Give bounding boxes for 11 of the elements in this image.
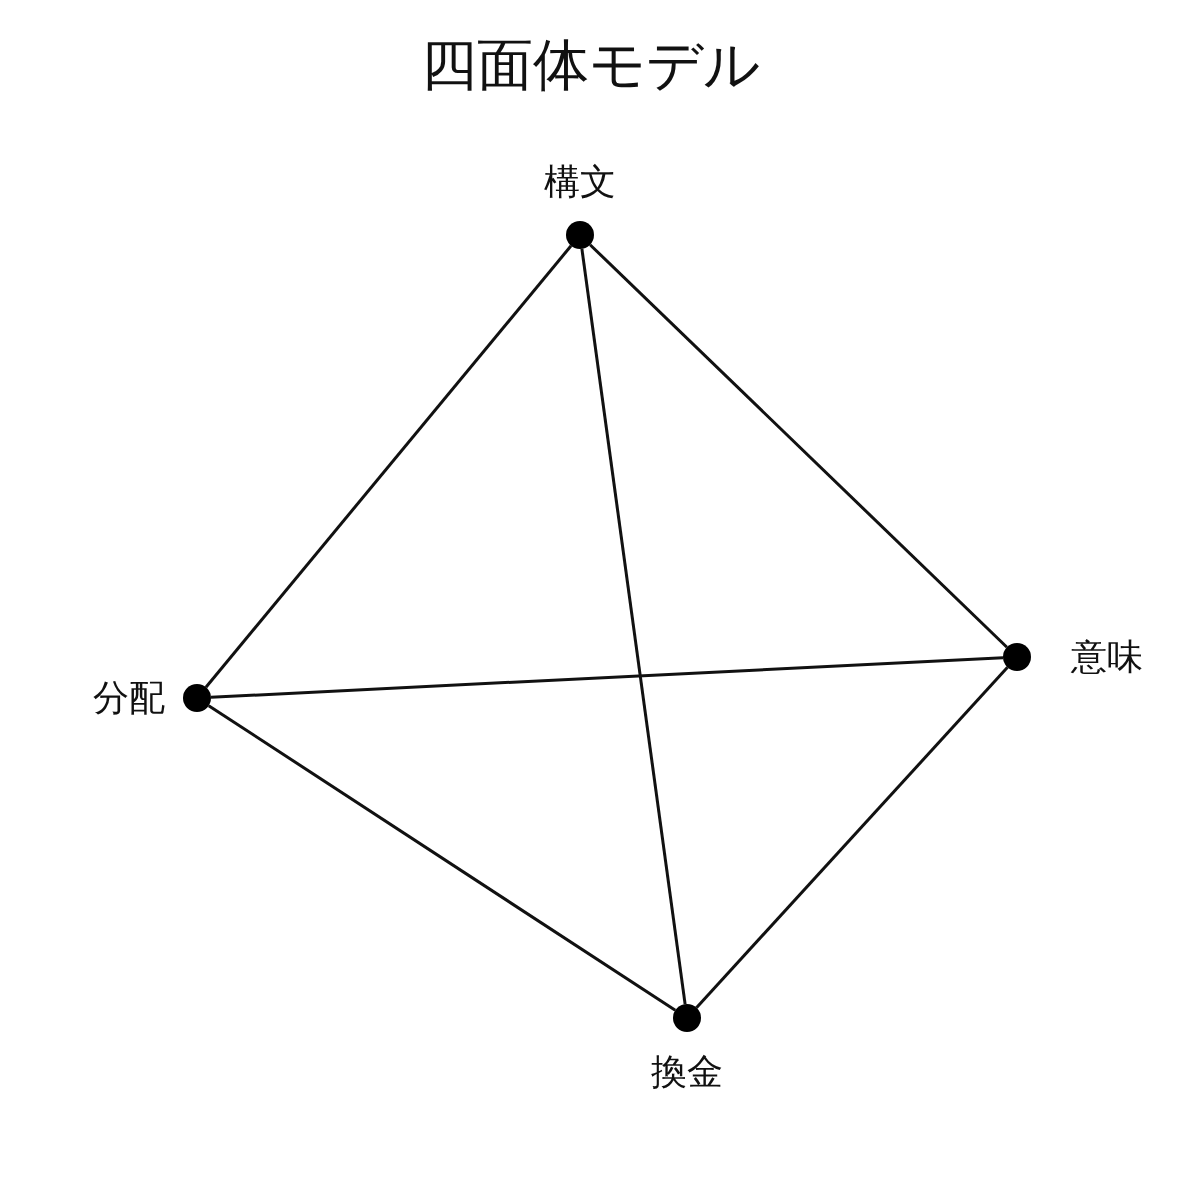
edge-line — [204, 244, 573, 689]
diagram-title: 四面体モデル — [419, 31, 761, 99]
edge-line — [589, 243, 1008, 649]
vertex-label: 換金 — [651, 1050, 723, 1094]
vertex-label: 分配 — [93, 675, 165, 720]
edge-line — [695, 666, 1009, 1009]
edge-line — [210, 656, 1004, 699]
vertex-label: 意味 — [1071, 634, 1143, 679]
vertex-label: 構文 — [544, 160, 616, 204]
edge-line — [580, 248, 687, 1005]
edge-line — [207, 704, 677, 1012]
